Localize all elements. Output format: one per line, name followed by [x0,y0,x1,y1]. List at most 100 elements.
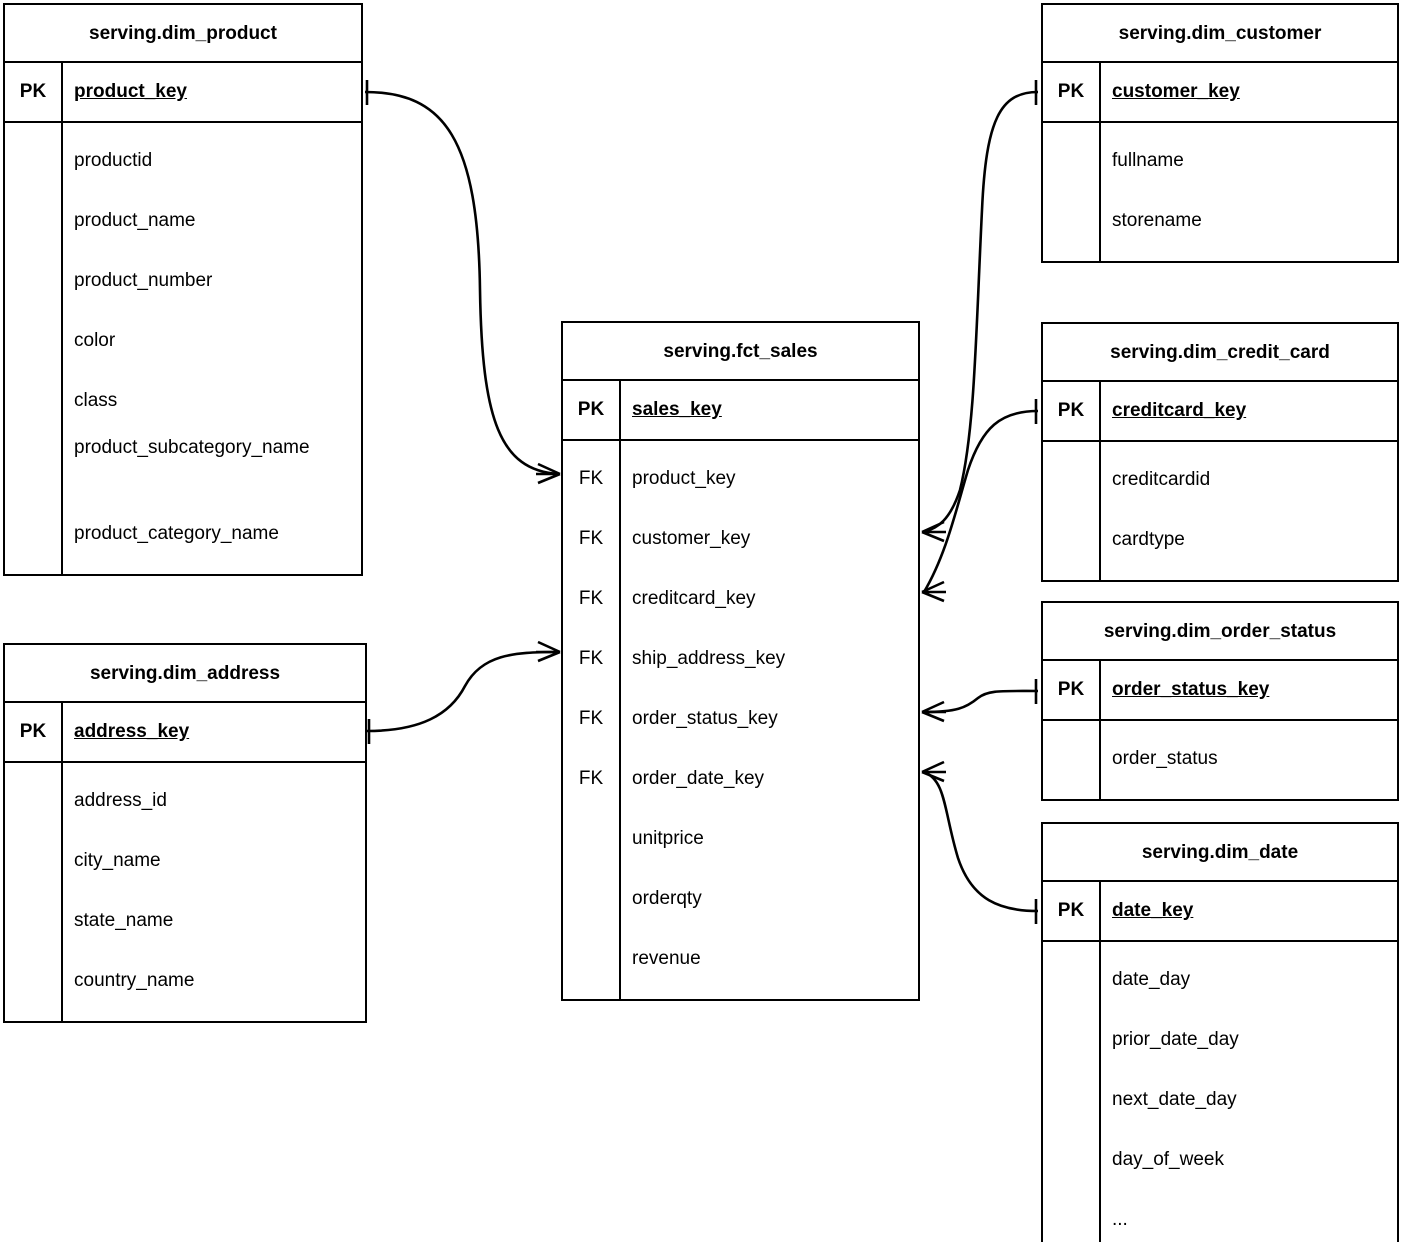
entity-pk-row: PK address_key [5,703,365,763]
field-name-column: creditcardid cardtype [1101,442,1397,580]
entity-dim-customer[interactable]: serving.dim_customer PK customer_key ful… [1041,3,1399,263]
field-key-column [1043,123,1101,261]
field-row: orderqty [632,888,702,909]
pk-badge: PK [1043,63,1101,121]
pk-field: customer_key [1112,81,1240,102]
field-row: order_date_key [632,768,765,789]
field-name-column: order_status [1101,721,1397,799]
entity-fields: creditcardid cardtype [1043,442,1397,580]
field-key [5,131,61,191]
field-name-column: productid product_name product_number co… [63,123,361,574]
pk-badge: PK [5,703,63,761]
field-row: cardtype [1112,529,1185,550]
fk-badge: FK [578,588,604,609]
entity-title: serving.dim_product [5,5,361,63]
field-row: customer_key [632,528,751,549]
field-key [5,771,61,831]
entity-dim-product[interactable]: serving.dim_product PK product_key produ… [3,3,363,576]
entity-pk-row: PK date_key [1043,882,1397,942]
edge-address-to-sales [366,650,559,733]
entity-title: serving.dim_customer [1043,5,1397,63]
field-key [5,891,61,951]
field-name-column: product_key customer_key creditcard_key … [621,441,918,999]
field-key [1043,191,1099,251]
field-row: product_subcategory_name [74,437,310,458]
field-row: class [74,390,118,411]
fk-badge: FK [578,768,604,789]
entity-fields: date_day prior_date_day next_date_day da… [1043,942,1397,1242]
field-row: product_name [74,210,196,231]
fk-badge: FK [578,648,604,669]
entity-dim-date[interactable]: serving.dim_date PK date_key date_day pr… [1041,822,1399,1242]
edge-date-crowsfoot [921,760,946,783]
fk-badge: FK [578,528,604,549]
entity-fct-sales[interactable]: serving.fct_sales PK sales_key FK FK FK … [561,321,920,1001]
edge-creditcard-to-sales [922,409,1039,593]
entity-dim-address[interactable]: serving.dim_address PK address_key addre… [3,643,367,1023]
field-key-column [1043,721,1101,799]
field-key [1043,510,1099,570]
edge-customer-to-sales [923,90,1039,534]
field-row: creditcardid [1112,469,1211,490]
field-row: next_date_day [1112,1089,1237,1110]
entity-fields: address_id city_name state_name country_… [5,763,365,1021]
field-key [5,504,61,564]
field-row: order_status_key [632,708,778,729]
field-key-column: FK FK FK FK FK FK [563,441,621,999]
entity-pk-row: PK customer_key [1043,63,1397,123]
field-key-column [1043,942,1101,1242]
entity-fields: fullname storename [1043,123,1397,261]
pk-field: product_key [74,81,187,102]
fk-badge: FK [578,468,604,489]
entity-fields: FK FK FK FK FK FK product_key customer_k… [563,441,918,999]
edge-product-crowsfoot [536,462,561,485]
entity-fields: productid product_name product_number co… [5,123,361,574]
field-row: revenue [632,948,701,969]
field-key [5,431,61,504]
field-row: unitprice [632,828,704,849]
field-row: address_id [74,790,167,811]
edge-orderstatus-to-sales [923,689,1039,714]
edge-address-crowsfoot [536,640,561,663]
field-key [1043,1070,1099,1130]
entity-title: serving.dim_date [1043,824,1397,882]
entity-dim-order-status[interactable]: serving.dim_order_status PK order_status… [1041,601,1399,801]
entity-title: serving.dim_address [5,645,365,703]
pk-field: sales_key [632,399,722,420]
entity-pk-row: PK product_key [5,63,361,123]
entity-title: serving.dim_credit_card [1043,324,1397,382]
field-name-column: fullname storename [1101,123,1397,261]
edge-date-to-sales [923,770,1039,913]
entity-fields: order_status [1043,721,1397,799]
edge-orderstatus-crowsfoot [921,700,946,723]
field-row: productid [74,150,153,171]
pk-field: creditcard_key [1112,400,1247,421]
edge-product-to-sales [364,90,559,476]
field-key [1043,131,1099,191]
field-key [1043,1190,1099,1242]
field-key [563,869,619,929]
field-row: prior_date_day [1112,1029,1239,1050]
edge-creditcard-crowsfoot [921,580,946,603]
field-row: product_category_name [74,523,279,544]
field-row: date_day [1112,969,1191,990]
field-key [5,831,61,891]
pk-field: order_status_key [1112,679,1270,700]
pk-field: address_key [74,721,190,742]
field-row: creditcard_key [632,588,756,609]
pk-badge: PK [5,63,63,121]
pk-field: date_key [1112,900,1194,921]
entity-dim-credit-card[interactable]: serving.dim_credit_card PK creditcard_ke… [1041,322,1399,582]
field-key [5,191,61,251]
field-key [5,951,61,1011]
field-row: order_status [1112,748,1218,769]
field-row: fullname [1112,150,1184,171]
entity-title: serving.fct_sales [563,323,918,381]
field-key [1043,450,1099,510]
pk-badge: PK [563,381,621,439]
field-key [563,809,619,869]
field-name-column: date_day prior_date_day next_date_day da… [1101,942,1397,1242]
pk-badge: PK [1043,882,1101,940]
field-key [1043,1130,1099,1190]
